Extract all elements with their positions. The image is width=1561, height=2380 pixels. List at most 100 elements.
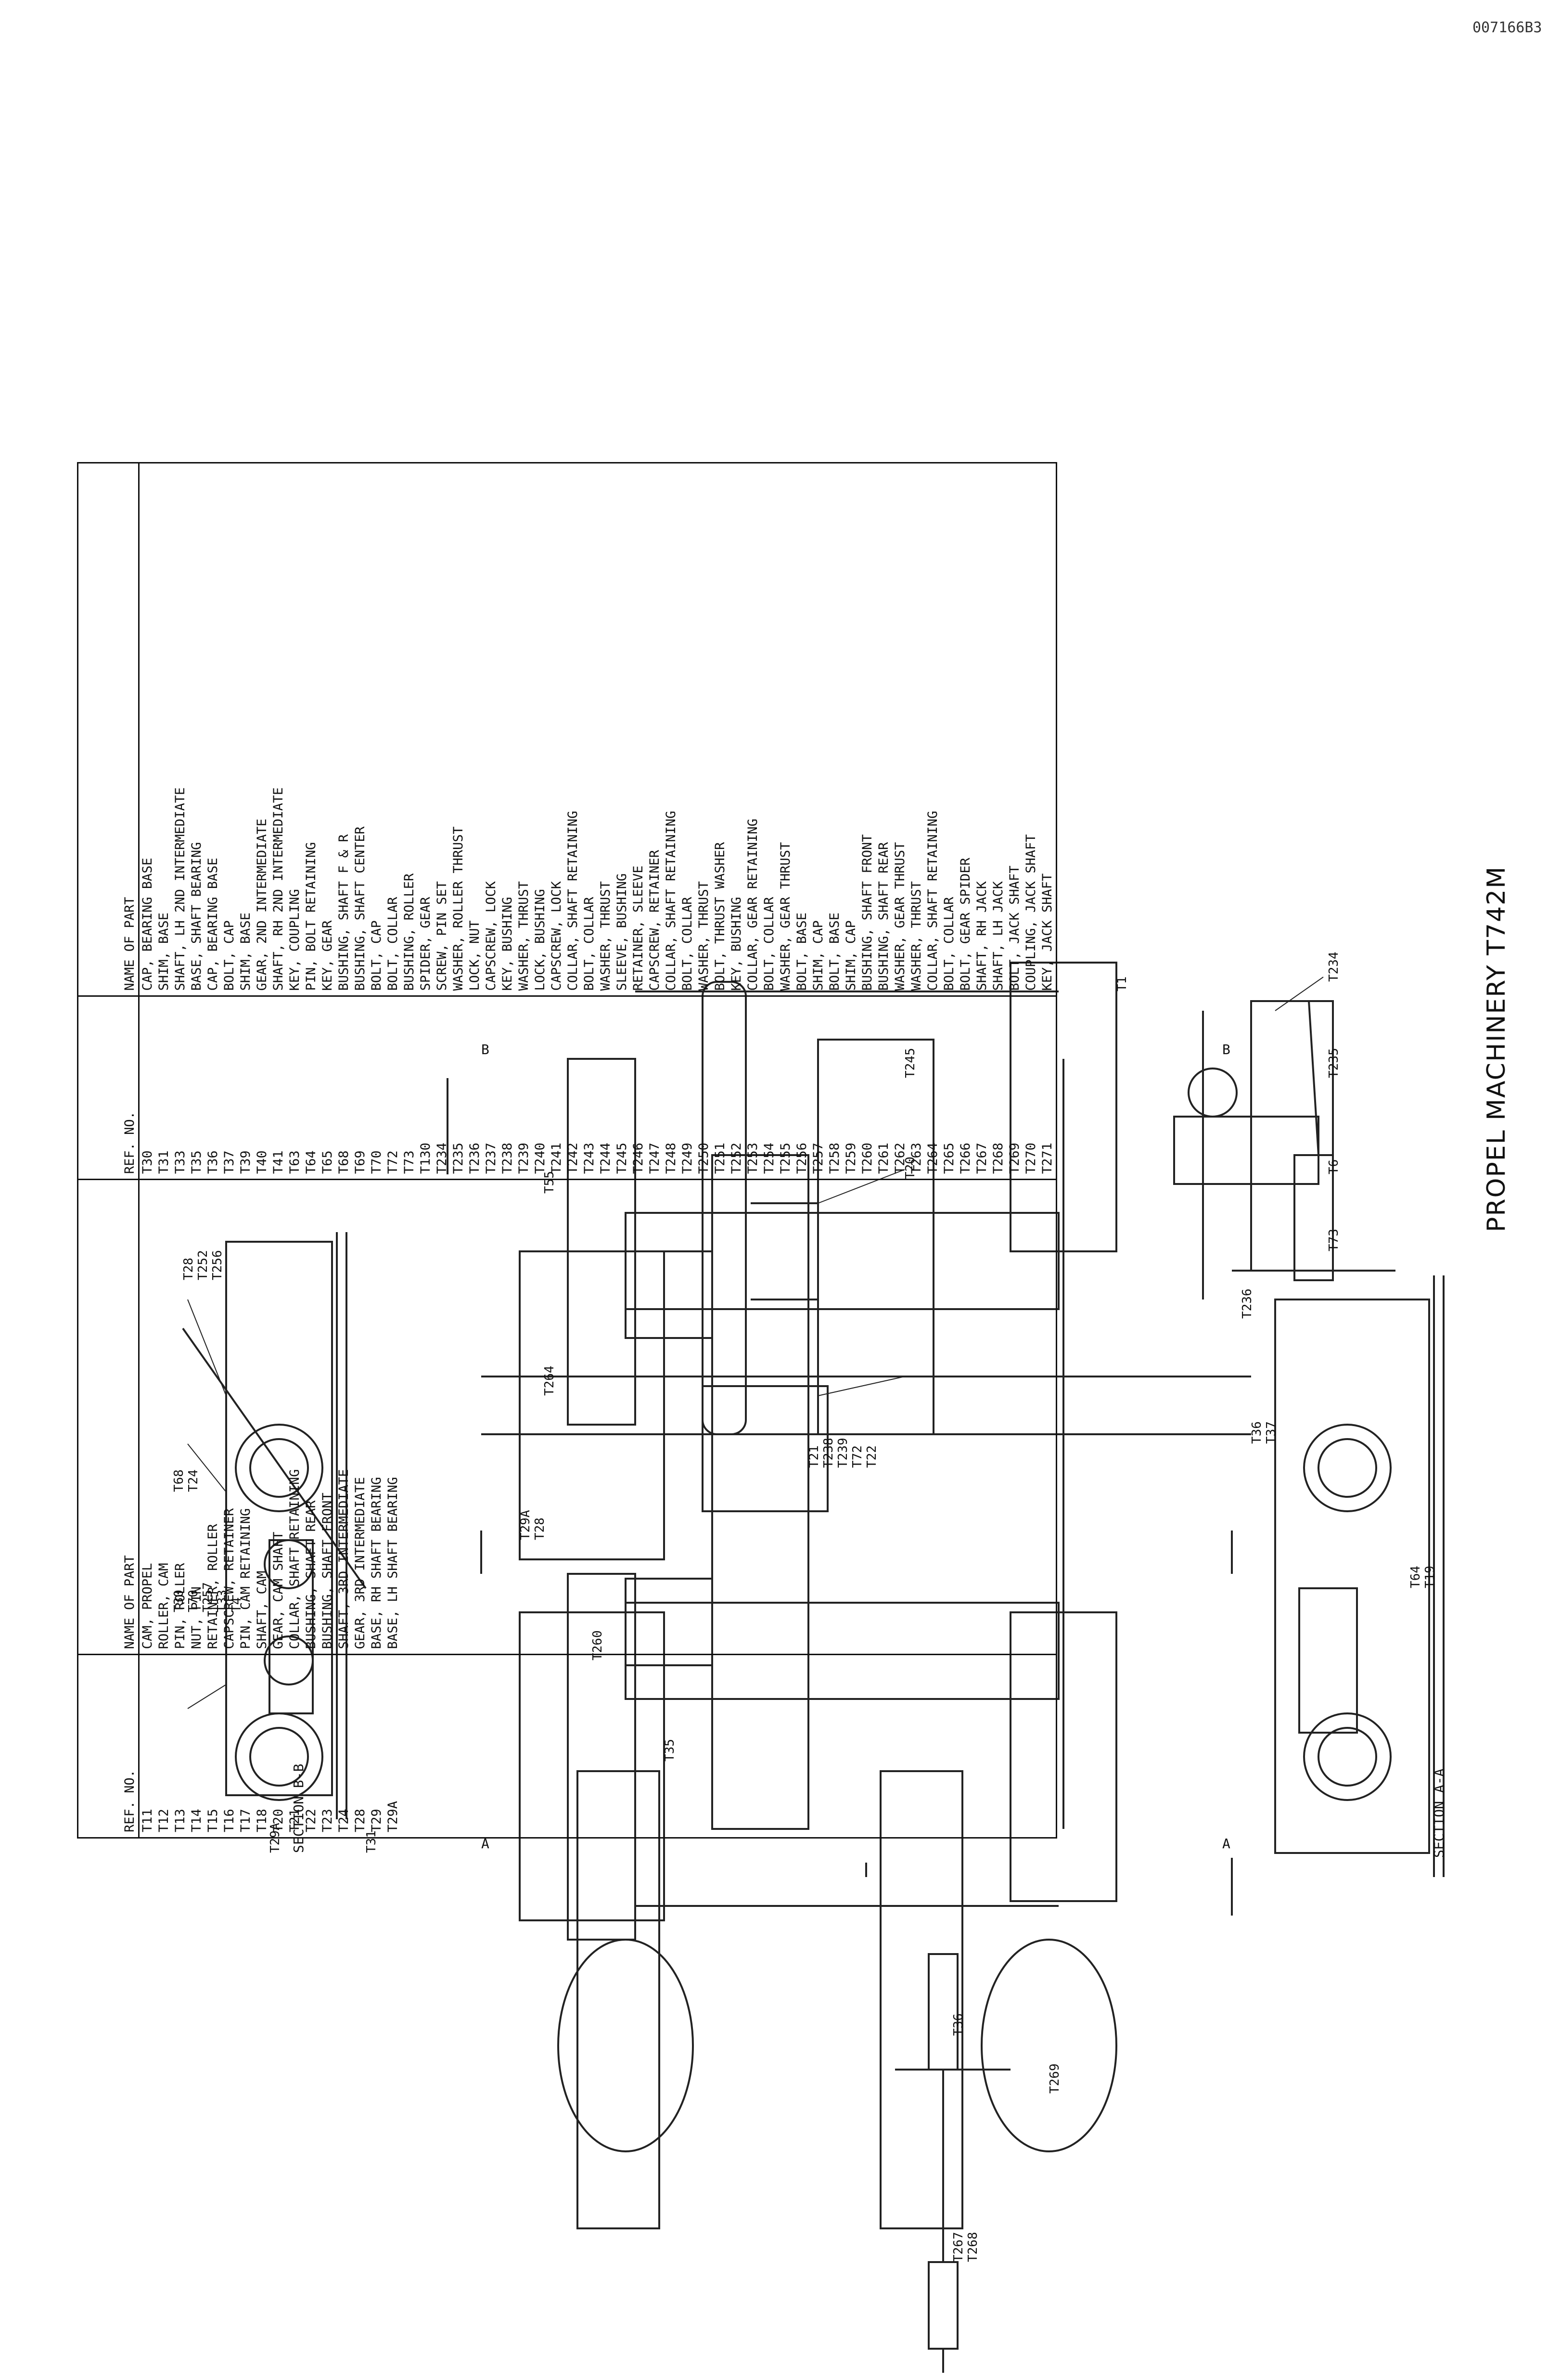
- ref-cell: [745, 1654, 761, 1838]
- ref-cell: T24: [336, 1654, 352, 1838]
- part-name-cell: [679, 1179, 696, 1655]
- part-name-cell: CAPSCREW, LOCK: [549, 463, 565, 996]
- ref-cell: T29: [369, 1654, 385, 1838]
- part-name-cell: SHAFT, 3RD INTERMEDIATE: [336, 1179, 352, 1655]
- ref-cell: [581, 1654, 598, 1838]
- part-name-cell: SHAFT, CAM: [254, 1179, 270, 1655]
- ref-cell: T73: [401, 996, 418, 1180]
- part-name-cell: [745, 1179, 761, 1655]
- part-name-cell: [418, 1179, 434, 1655]
- part-name-cell: [810, 1179, 827, 1655]
- col-ref-left: REF. NO.: [77, 1654, 139, 1838]
- callout-t33: T33: [215, 1590, 230, 1612]
- part-name-cell: LOCK, NUT: [467, 463, 483, 996]
- ref-cell: T255: [778, 996, 794, 1180]
- part-name-cell: [958, 1179, 974, 1655]
- ref-cell: [827, 1654, 843, 1838]
- part-name-cell: WASHER, THRUST: [908, 463, 925, 996]
- ref-cell: T249: [679, 996, 696, 1180]
- ref-cell: T36: [205, 996, 221, 1180]
- part-name-cell: BUSHING, SHAFT FRONT: [320, 1179, 336, 1655]
- callout-t235: T235: [1327, 1048, 1341, 1078]
- ref-cell: T63: [287, 996, 303, 1180]
- callout-t1: T1: [1115, 977, 1129, 991]
- part-name-cell: COUPLING, JACK SHAFT: [1023, 463, 1039, 996]
- callout-t269: T269: [1048, 2063, 1062, 2094]
- part-name-cell: KEY, COUPLING: [287, 463, 303, 996]
- part-name-cell: NUT, PIN: [189, 1179, 205, 1655]
- part-name-cell: WASHER, ROLLER THRUST: [450, 463, 467, 996]
- ref-cell: T20: [270, 1654, 287, 1838]
- part-name-cell: [401, 1179, 418, 1655]
- ref-cell: [925, 1654, 941, 1838]
- part-name-cell: BOLT, BASE: [794, 463, 810, 996]
- part-name-cell: WASHER, THRUST: [516, 463, 532, 996]
- callout-t264: T264: [542, 1365, 557, 1396]
- ref-cell: T28: [352, 1654, 369, 1838]
- ref-cell: [565, 1654, 581, 1838]
- ref-cell: T248: [663, 996, 679, 1180]
- ref-cell: [532, 1654, 549, 1838]
- ref-cell: [483, 1654, 499, 1838]
- ref-cell: T271: [1039, 996, 1057, 1180]
- part-name-cell: CAPSCREW, RETAINER: [647, 463, 663, 996]
- callout-t64-aa: T64: [1408, 1566, 1423, 1588]
- part-name-cell: [827, 1179, 843, 1655]
- part-name-cell: COLLAR, SHAFT RETAINING: [925, 463, 941, 996]
- part-name-cell: BOLT, COLLAR: [761, 463, 778, 996]
- section-marker-a-right: A: [1222, 1836, 1230, 1852]
- ref-cell: T266: [958, 996, 974, 1180]
- part-name-cell: [467, 1179, 483, 1655]
- part-name-cell: [614, 1179, 630, 1655]
- ref-cell: T239: [516, 996, 532, 1180]
- part-name-cell: PIN, ROLLER: [172, 1179, 189, 1655]
- part-name-cell: GEAR, 3RD INTERMEDIATE: [352, 1179, 369, 1655]
- ref-cell: [516, 1654, 532, 1838]
- part-name-cell: KEY, BUSHING: [499, 463, 516, 996]
- ref-cell: [401, 1654, 418, 1838]
- ref-cell: T260: [859, 996, 876, 1180]
- part-name-cell: BOLT, BASE: [827, 463, 843, 996]
- part-name-cell: BOLT, COLLAR: [679, 463, 696, 996]
- ref-cell: T240: [532, 996, 549, 1180]
- ref-cell: [679, 1654, 696, 1838]
- part-name-cell: BUSHING, SHAFT FRONT: [859, 463, 876, 996]
- callout-t36: T36: [951, 2013, 966, 2036]
- part-name-cell: [1023, 1179, 1039, 1655]
- part-name-cell: GEAR, 2ND INTERMEDIATE: [254, 463, 270, 996]
- part-name-cell: BOLT, COLLAR: [941, 463, 958, 996]
- ref-cell: T41: [270, 996, 287, 1180]
- callout-t267: T267: [951, 2232, 966, 2262]
- ref-cell: T64: [303, 996, 320, 1180]
- ref-cell: [712, 1654, 729, 1838]
- part-name-cell: [581, 1179, 598, 1655]
- ref-cell: T65: [320, 996, 336, 1180]
- part-name-cell: SHAFT, RH 2ND INTERMEDIATE: [270, 463, 287, 996]
- ref-cell: [1007, 1654, 1023, 1838]
- part-name-cell: [908, 1179, 925, 1655]
- ref-cell: T30: [139, 996, 156, 1180]
- ref-cell: [892, 1654, 908, 1838]
- col-name-left: NAME OF PART: [77, 1179, 139, 1655]
- part-name-cell: KEY, GEAR: [320, 463, 336, 996]
- part-name-cell: [892, 1179, 908, 1655]
- ref-cell: T70: [369, 996, 385, 1180]
